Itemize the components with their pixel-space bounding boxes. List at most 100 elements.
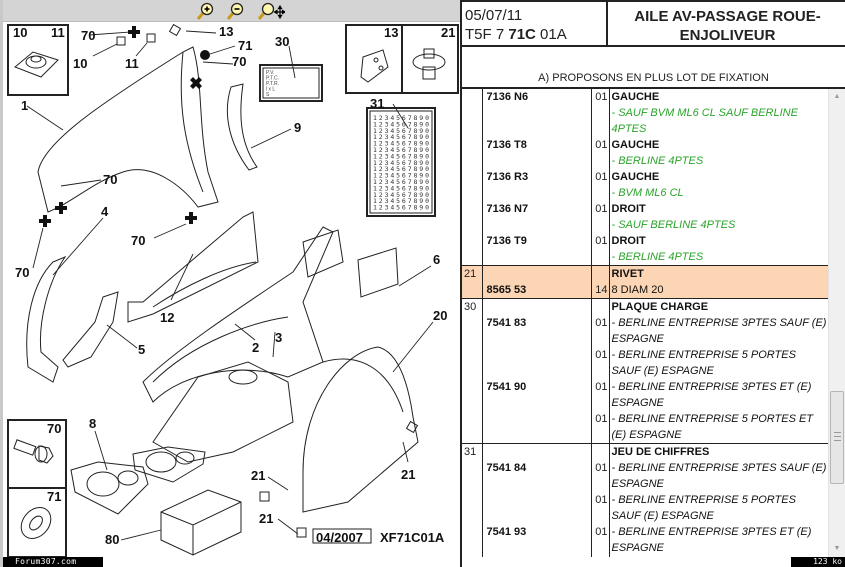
label-plate-rows: P.V.P.T.C.P.T.R.l x LS bbox=[266, 70, 279, 98]
strip-part-9 bbox=[226, 83, 258, 171]
quantity: 01 bbox=[591, 379, 610, 411]
quantity: 01 bbox=[591, 201, 610, 233]
ref-cell bbox=[462, 347, 483, 379]
zoom-in-button[interactable] bbox=[196, 2, 216, 20]
header-info: 05/07/11 T5F 7 71C 01A bbox=[462, 2, 608, 47]
callout-70-e: 70 bbox=[131, 233, 145, 248]
callout-8: 8 bbox=[89, 416, 96, 431]
applicability-note: - SAUF BERLINE 4PTES bbox=[611, 219, 736, 231]
part-number: 7541 90 bbox=[482, 379, 592, 411]
group-header-jeu[interactable]: 31 JEU DE CHIFFRES bbox=[462, 443, 828, 460]
fastener-kit-box-80 bbox=[160, 489, 242, 556]
grip-icon bbox=[834, 432, 841, 441]
group-title: JEU DE CHIFFRES bbox=[611, 446, 710, 458]
zoom-out-icon bbox=[226, 2, 244, 20]
digit-card-31 bbox=[366, 107, 436, 217]
ref-cell: 21 bbox=[462, 265, 483, 299]
part-row[interactable]: 01- BERLINE ENTREPRISE 5 PORTES ET (E) E… bbox=[462, 411, 828, 444]
part-title: JEU DE CHIFFRES bbox=[609, 443, 828, 460]
digit-row: 1234567890 bbox=[373, 191, 429, 199]
part-title: RIVET bbox=[611, 268, 644, 280]
inset-label-10: 10 bbox=[13, 25, 27, 40]
part-number: 7136 N7 bbox=[482, 201, 592, 233]
part-row[interactable]: 01- BERLINE ENTREPRISE 5 PORTES SAUF (E)… bbox=[462, 347, 828, 379]
part-number bbox=[482, 411, 592, 444]
panel-note: A) PROPOSONS EN PLUS LOT DE FIXATION bbox=[462, 47, 845, 89]
cross-marker bbox=[190, 77, 202, 89]
ref-cell bbox=[462, 137, 483, 169]
part-row[interactable]: 01- BERLINE ENTREPRISE 5 PORTES SAUF (E)… bbox=[462, 492, 828, 524]
wheel-liner-part-20 bbox=[302, 346, 419, 513]
plate-line: P.T.C. bbox=[266, 76, 279, 82]
callout-21-c: 21 bbox=[259, 511, 273, 526]
callout-11: 11 bbox=[125, 56, 139, 71]
panel-header: 05/07/11 T5F 7 71C 01A AILE AV-PASSAGE R… bbox=[462, 0, 845, 47]
scrollbar[interactable]: ▲ ▼ bbox=[828, 89, 845, 557]
digit-row: 1234567890 bbox=[373, 172, 429, 180]
applicability-note: - BERLINE ENTREPRISE 3PTES SAUF (E) ESPA… bbox=[611, 317, 827, 345]
scroll-down-button[interactable]: ▼ bbox=[833, 545, 841, 552]
panel-part-2 bbox=[142, 226, 334, 403]
side-label: DROIT bbox=[611, 235, 646, 247]
applicability-note: - BERLINE ENTREPRISE 5 PORTES SAUF (E) E… bbox=[611, 494, 796, 522]
inset-box-clip bbox=[7, 24, 69, 96]
callout-80: 80 bbox=[105, 532, 119, 547]
callout-1: 1 bbox=[21, 98, 28, 113]
scroll-thumb[interactable] bbox=[830, 391, 844, 484]
quantity bbox=[591, 443, 610, 460]
callout-2: 2 bbox=[252, 340, 259, 355]
scroll-up-button[interactable]: ▲ bbox=[833, 93, 841, 100]
part-spec: 8 DIAM 20 bbox=[611, 284, 664, 296]
digit-row: 1234567890 bbox=[373, 133, 429, 141]
quantity: 01 bbox=[591, 169, 610, 201]
zoom-pan-button[interactable] bbox=[257, 2, 287, 20]
part-number: 8565 53 bbox=[482, 265, 592, 299]
quantity: 01 bbox=[591, 347, 610, 379]
ref-cell bbox=[462, 233, 483, 266]
part-number: 7136 R3 bbox=[482, 169, 592, 201]
digit-row: 1234567890 bbox=[373, 120, 429, 128]
clip-part-drawing bbox=[14, 51, 59, 78]
callout-71: 71 bbox=[238, 38, 252, 53]
inset-label-71: 71 bbox=[47, 489, 61, 504]
applicability-note: - BERLINE 4PTES bbox=[611, 251, 704, 263]
quantity: 01 bbox=[591, 411, 610, 444]
callout-21-a: 21 bbox=[401, 467, 415, 482]
callout-4: 4 bbox=[101, 204, 109, 219]
ref-cell bbox=[462, 524, 483, 556]
part-row[interactable]: 01- BERLINE ENTREPRISE 5 PORTES ET (E) E… bbox=[462, 556, 828, 557]
reinforcement-part-6 bbox=[357, 247, 399, 298]
callout-70-b: 70 bbox=[232, 54, 246, 69]
callout-21-b: 21 bbox=[251, 468, 265, 483]
part-number: 7136 T9 bbox=[482, 233, 592, 266]
header-date: 05/07/11 bbox=[465, 7, 523, 24]
part-number bbox=[482, 347, 592, 379]
applicability-note: - BVM ML6 CL bbox=[611, 187, 684, 199]
part-number: 7541 83 bbox=[482, 315, 592, 347]
ref-cell bbox=[462, 89, 483, 137]
parts-list-panel: 05/07/11 T5F 7 71C 01A AILE AV-PASSAGE R… bbox=[460, 0, 845, 567]
marker-symbols bbox=[39, 26, 210, 227]
quantity: 14 bbox=[591, 265, 610, 299]
ref-cell: 31 bbox=[462, 443, 483, 460]
zoom-toolbar bbox=[3, 0, 461, 22]
description: GAUCHE- BERLINE 4PTES bbox=[609, 137, 828, 169]
inset-label-21: 21 bbox=[441, 25, 455, 40]
digit-row: 1234567890 bbox=[373, 146, 429, 154]
side-label: GAUCHE bbox=[611, 171, 660, 183]
exploded-parts-diagram[interactable]: 10 11 13 21 70 71 70 10 11 13 71 70 30 9… bbox=[3, 22, 461, 557]
zoom-out-button[interactable] bbox=[226, 2, 246, 20]
